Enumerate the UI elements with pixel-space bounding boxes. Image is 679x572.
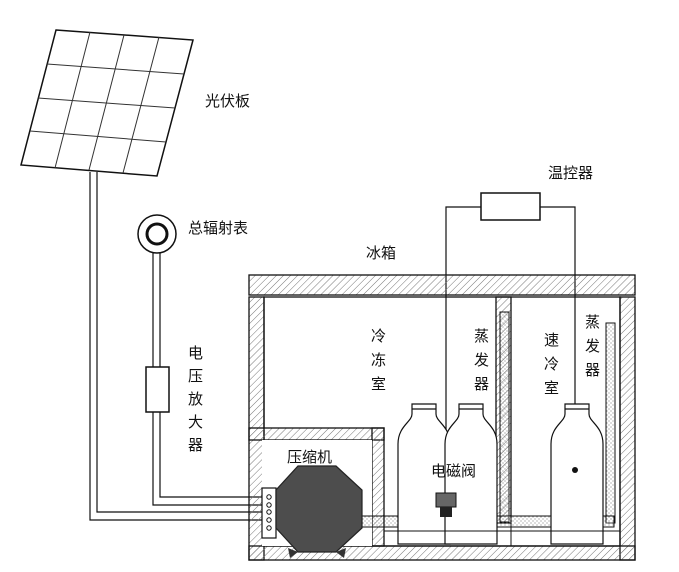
svg-text:冻: 冻 (371, 351, 386, 369)
svg-text:速: 速 (544, 331, 559, 349)
svg-text:发: 发 (585, 337, 600, 355)
svg-text:室: 室 (371, 375, 386, 393)
svg-text:压: 压 (188, 367, 203, 385)
svg-text:室: 室 (544, 379, 559, 397)
label-quick-freeze: 速 冷 室 (544, 331, 559, 397)
label-solar-panel: 光伏板 (205, 92, 250, 110)
svg-text:放: 放 (188, 390, 203, 408)
label-compressor: 压缩机 (287, 448, 332, 466)
label-freezer: 冷 冻 室 (371, 327, 386, 393)
voltage-amplifier (145, 366, 170, 413)
svg-text:电: 电 (188, 344, 203, 362)
radiometer-icon (137, 214, 177, 254)
svg-text:器: 器 (585, 361, 600, 379)
label-evaporator-left: 蒸 发 器 (474, 327, 489, 393)
svg-text:冷: 冷 (544, 355, 559, 373)
svg-text:器: 器 (474, 375, 489, 393)
label-radiometer: 总辐射表 (188, 219, 248, 237)
svg-text:大: 大 (188, 413, 203, 431)
svg-text:冷: 冷 (371, 327, 386, 345)
label-evaporator-right: 蒸 发 器 (585, 313, 600, 379)
bottles (397, 403, 604, 545)
panel-cable (89, 172, 262, 521)
svg-text:器: 器 (188, 436, 203, 454)
solar-panel (20, 29, 194, 177)
solenoid-valve (435, 492, 457, 517)
label-thermostat: 温控器 (548, 164, 593, 182)
label-amplifier: 电 压 放 大 器 (188, 344, 203, 454)
svg-text:蒸: 蒸 (474, 327, 489, 345)
fridge-lid (248, 274, 636, 296)
label-fridge: 冰箱 (366, 244, 396, 262)
sensor-cable (152, 253, 262, 506)
temp-probe (572, 467, 578, 473)
terminal-block (261, 487, 277, 539)
svg-text:蒸: 蒸 (585, 313, 600, 331)
label-solenoid-valve: 电磁阀 (431, 462, 476, 480)
compressor (275, 465, 363, 558)
svg-text:发: 发 (474, 351, 489, 369)
thermostat (445, 192, 576, 495)
